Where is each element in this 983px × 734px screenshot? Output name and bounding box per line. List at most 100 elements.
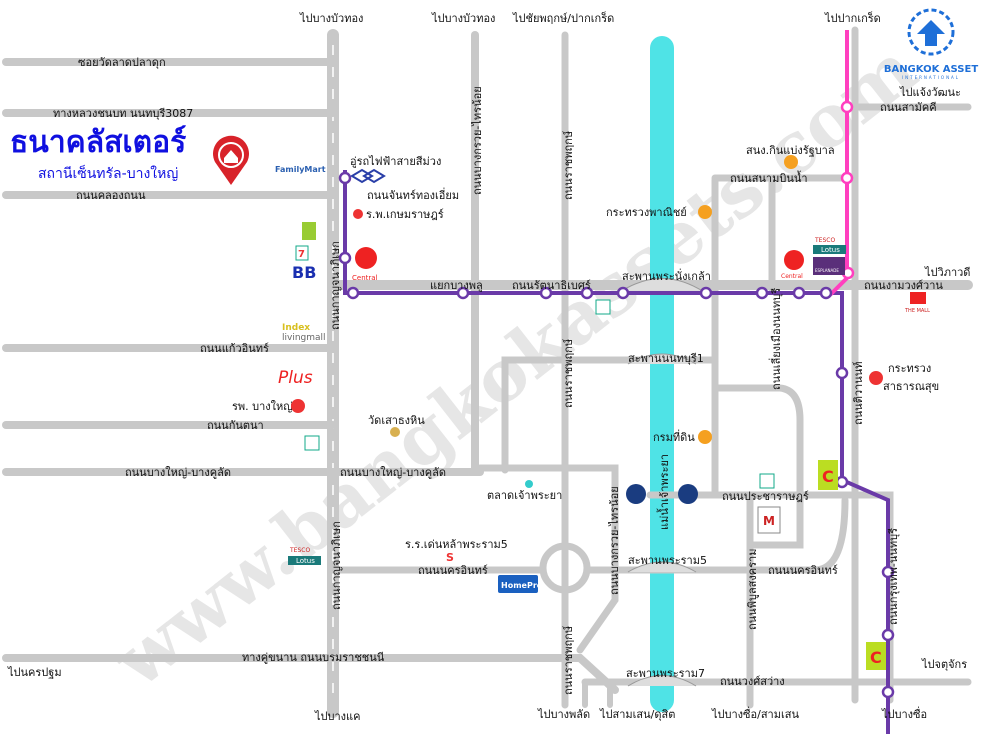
svg-text:สะพานพระราม5: สะพานพระราม5 <box>628 554 707 567</box>
svg-text:แยกบางพลู: แยกบางพลู <box>430 279 483 292</box>
hospital-icon <box>353 209 363 219</box>
direction-label: ไปบางพลัด <box>537 708 590 721</box>
direction-label: ไปแจ้งวัฒนะ <box>899 86 961 99</box>
central-logo: Central <box>352 247 378 282</box>
svg-text:ถนนสามัคคี: ถนนสามัคคี <box>880 101 937 114</box>
direction-label: ไปปากเกร็ด <box>824 11 881 25</box>
svg-text:BANGKOK ASSET: BANGKOK ASSET <box>884 64 978 75</box>
roads <box>2 26 973 718</box>
svg-text:INTERNATIONAL: INTERNATIONAL <box>902 75 960 80</box>
brand-logos: FamilyMart Central Central 7 BB Index li… <box>275 165 930 670</box>
school-icon: S <box>446 551 454 564</box>
svg-text:ถนนคลองถนน: ถนนคลองถนน <box>76 189 146 202</box>
homepro-logo <box>498 575 538 593</box>
ferry-pier-icon <box>626 484 698 504</box>
svg-text:C: C <box>822 467 834 486</box>
svg-text:กรมที่ดิน: กรมที่ดิน <box>653 429 695 444</box>
svg-text:Central: Central <box>352 274 378 282</box>
project-subtitle: สถานีเซ็นทรัล-บางใหญ่ <box>38 164 178 182</box>
watermark: www.bangkokassets.com <box>97 26 932 704</box>
big-c-logo <box>302 222 316 240</box>
direction-label: ไปบางแค <box>314 710 361 723</box>
svg-text:7: 7 <box>298 249 305 260</box>
svg-text:TESCO: TESCO <box>289 547 310 554</box>
mrt-depot-icon <box>350 168 386 184</box>
svg-text:ทางคู่ขนาน ถนนบรมราชชนนี: ทางคู่ขนาน ถนนบรมราชชนนี <box>242 651 385 664</box>
direction-label: ไปบางซื่อ/สามเสน <box>711 706 799 721</box>
svg-text:Central: Central <box>781 273 803 280</box>
big-c-logo <box>866 642 886 670</box>
svg-text:ถนนรัตนาธิเบศร์: ถนนรัตนาธิเบศร์ <box>512 279 591 292</box>
svg-text:ถนนเลี่ยงเมืองนนทบุรี: ถนนเลี่ยงเมืองนนทบุรี <box>768 288 783 390</box>
svg-text:ถนนบางใหญ่-บางคูลัด: ถนนบางใหญ่-บางคูลัด <box>340 466 446 479</box>
svg-text:ถนนสนามบินน้ำ: ถนนสนามบินน้ำ <box>730 170 808 185</box>
svg-text:ถนนราชพฤกษ์: ถนนราชพฤกษ์ <box>562 131 575 200</box>
svg-text:ถนนกาญจนาภิเษก: ถนนกาญจนาภิเษก <box>329 241 342 330</box>
seven-eleven-logo <box>759 473 775 489</box>
svg-text:TESCO: TESCO <box>814 237 835 244</box>
svg-text:C: C <box>870 648 882 667</box>
direction-label: ไปสามเสน/ดุสิต <box>599 708 675 721</box>
svg-text:แม่น้ำเจ้าพระยา: แม่น้ำเจ้าพระยา <box>656 454 671 530</box>
svg-text:รพ. บางใหญ่: รพ. บางใหญ่ <box>232 400 293 413</box>
svg-text:ถนนราชพฤกษ์: ถนนราชพฤกษ์ <box>562 626 575 695</box>
svg-text:ทางหลวงชนบท นนทบุรี3087: ทางหลวงชนบท นนทบุรี3087 <box>53 107 193 120</box>
svg-text:ร.ร.เด่นหล้าพระราม5: ร.ร.เด่นหล้าพระราม5 <box>405 538 508 551</box>
svg-text:ถนนราชพฤกษ์: ถนนราชพฤกษ์ <box>562 339 575 408</box>
direction-label: ไปชัยพฤกษ์/ปากเกร็ด <box>512 11 614 25</box>
location-pin-icon <box>213 135 249 185</box>
project-title: ธนาคลัสเตอร์ <box>10 125 186 160</box>
road-labels: ซอยวัดลาดปลาดุก ทางหลวงชนบท นนทบุรี3087 … <box>53 56 943 695</box>
svg-text:ถนนประชาราษฎร์: ถนนประชาราษฎร์ <box>722 490 809 503</box>
direction-label: ไปนครปฐม <box>7 666 62 679</box>
svg-text:FamilyMart: FamilyMart <box>275 165 326 174</box>
svg-text:ถนนจันทร์ทองเอี่ยม: ถนนจันทร์ทองเอี่ยม <box>367 187 459 202</box>
bridges <box>619 278 705 687</box>
svg-text:ถนนแก้วอินทร์: ถนนแก้วอินทร์ <box>200 342 269 355</box>
direction-labels: ไปบางบัวทอง ไปบางบัวทอง ไปชัยพฤกษ์/ปากเก… <box>7 11 970 723</box>
svg-text:ESPLANADE: ESPLANADE <box>815 268 839 273</box>
svg-text:Index: Index <box>282 323 310 333</box>
direction-label: ไปจตุจักร <box>921 658 967 671</box>
svg-text:สนง.กินแบ่งรัฐบาล: สนง.กินแบ่งรัฐบาล <box>746 144 835 157</box>
seven-eleven-logo <box>595 299 611 315</box>
svg-text:Lotus: Lotus <box>296 557 315 565</box>
big-c-logo <box>818 460 838 490</box>
major-cineplex-logo <box>757 506 781 534</box>
svg-text:กระทรวง: กระทรวง <box>888 362 931 375</box>
hospital-icon <box>869 371 883 385</box>
svg-text:ถนนกันตนา: ถนนกันตนา <box>207 419 264 432</box>
svg-text:ถนนติวานนท์: ถนนติวานนท์ <box>852 362 865 426</box>
svg-text:ถนนนครอินทร์: ถนนนครอินทร์ <box>418 564 488 577</box>
svg-text:ถนนนครอินทร์: ถนนนครอินทร์ <box>768 564 838 577</box>
esplanade-logo <box>813 257 845 275</box>
svg-text:livingmall: livingmall <box>282 333 326 343</box>
svg-text:ถนนกรุงเทพ-นนทบุรี: ถนนกรุงเทพ-นนทบุรี <box>887 528 900 625</box>
purple-line <box>343 170 890 734</box>
bangkok-asset-logo: BANGKOK ASSET INTERNATIONAL <box>884 8 978 80</box>
svg-text:ตลาดเจ้าพระยา: ตลาดเจ้าพระยา <box>487 489 562 502</box>
svg-text:ถนนพิบูลสงคราม: ถนนพิบูลสงคราม <box>746 549 759 630</box>
the-mall-logo: THE MALL <box>904 308 930 314</box>
svg-text:ซอยวัดลาดปลาดุก: ซอยวัดลาดปลาดุก <box>78 56 166 69</box>
svg-text:สาธารณสุข: สาธารณสุข <box>883 380 939 393</box>
svg-text:Lotus: Lotus <box>821 246 840 254</box>
places: อู่รถไฟฟ้าสายสีม่วง ร.พ.เกษมราษฎร์ รพ. บ… <box>232 144 939 564</box>
svg-text:สะพานพระนั่งเกล้า: สะพานพระนั่งเกล้า <box>622 268 711 283</box>
svg-text:กระทรวงพาณิชย์: กระทรวงพาณิชย์ <box>606 206 687 219</box>
svg-text:ถนนงามวงศ์วาน: ถนนงามวงศ์วาน <box>864 279 943 292</box>
hospital-icon <box>291 399 305 413</box>
svg-text:สะพานพระราม7: สะพานพระราม7 <box>626 667 705 680</box>
seven-eleven-logo <box>304 435 320 451</box>
market-icon <box>525 480 533 488</box>
ministry-icon <box>698 205 712 219</box>
bridge-labels: สะพานพระนั่งเกล้า สะพานนนทบุรี1 สะพานพระ… <box>622 268 711 680</box>
direction-label: ไปบางซื่อ <box>881 706 927 721</box>
svg-text:สะพานนนทบุรี1: สะพานนนทบุรี1 <box>628 352 704 365</box>
svg-text:อู่รถไฟฟ้าสายสีม่วง: อู่รถไฟฟ้าสายสีม่วง <box>350 155 441 168</box>
svg-text:วัดเสาธงหิน: วัดเสาธงหิน <box>368 414 425 427</box>
land-department-icon <box>698 430 712 444</box>
plus-mall-logo: Plus <box>278 368 313 388</box>
svg-text:HomePro: HomePro <box>501 581 543 590</box>
